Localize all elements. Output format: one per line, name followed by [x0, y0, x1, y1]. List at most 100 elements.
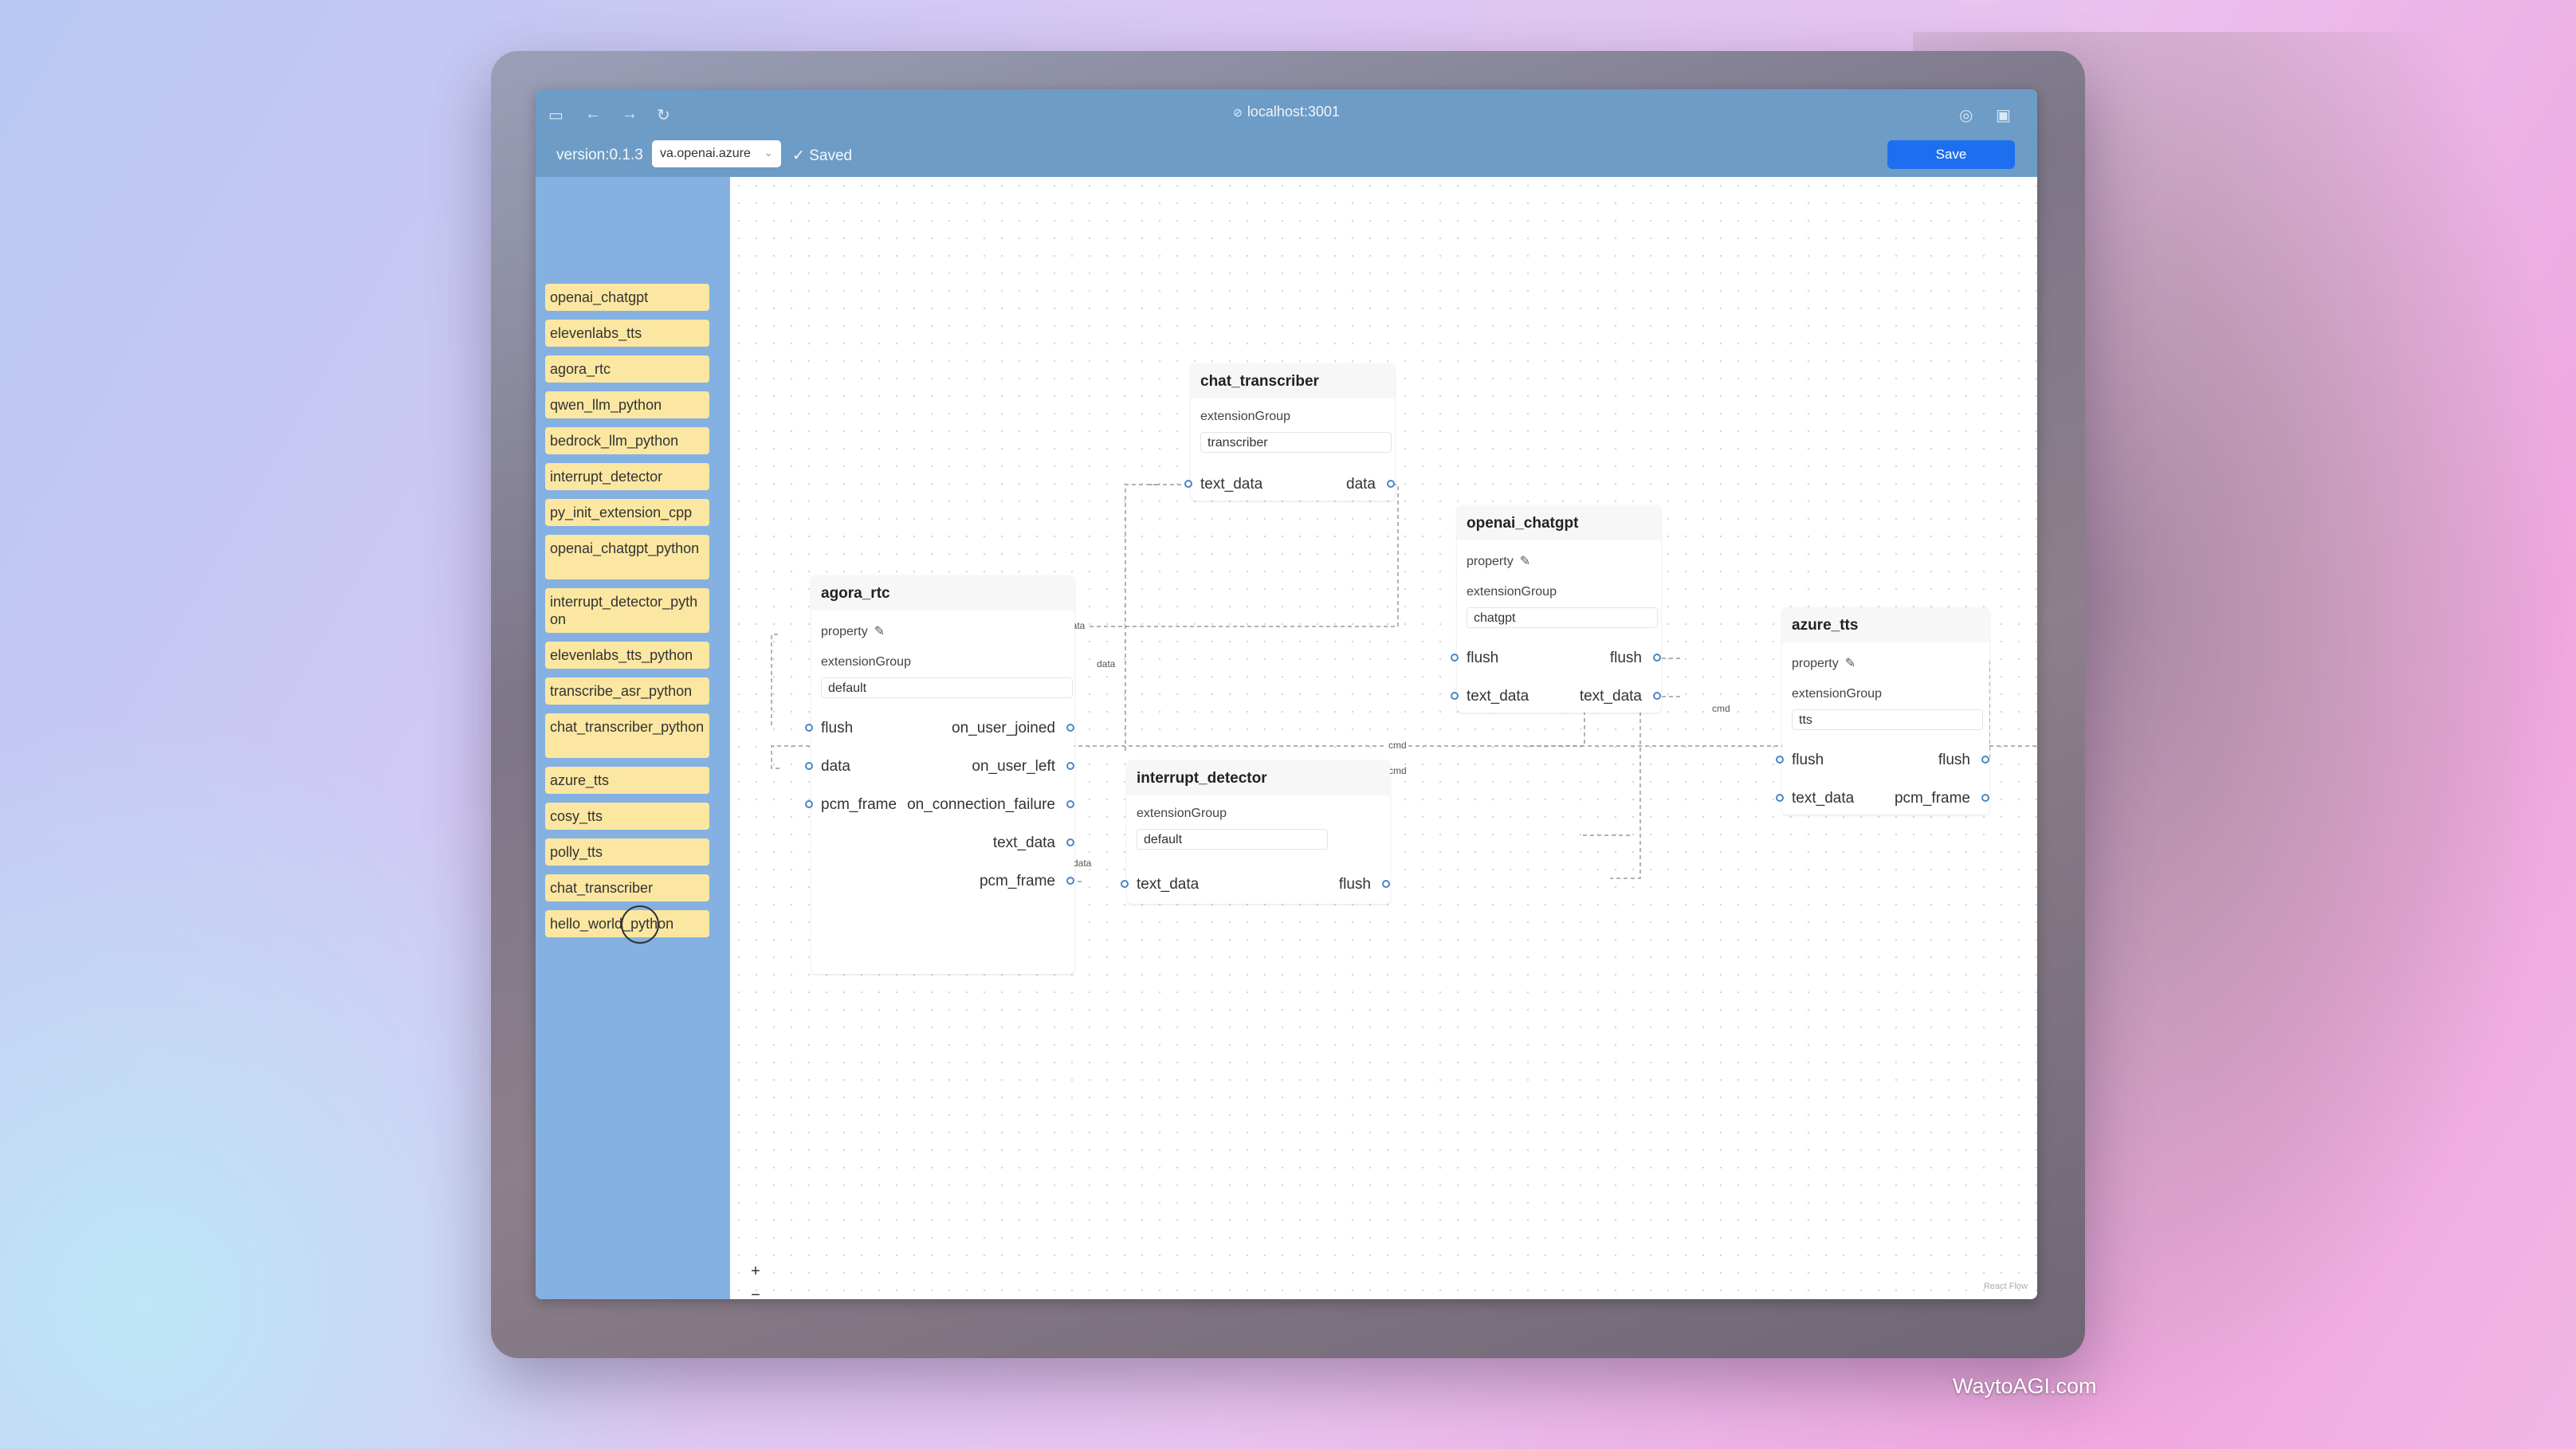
output-port-handle[interactable]: [1653, 692, 1661, 700]
edge-interrupt-flush-to-openai-flush: [1610, 658, 1680, 879]
back-arrow-icon[interactable]: ←: [585, 105, 601, 123]
input-port-handle[interactable]: [805, 724, 813, 732]
node-agora-rtc[interactable]: agora_rtc property✎ extensionGroup defau…: [805, 575, 1074, 974]
port-out-data: data: [1346, 476, 1376, 493]
graph-select-value: va.openai.azure: [660, 147, 751, 160]
graph-select[interactable]: va.openai.azure ⌄: [652, 140, 781, 167]
sidebar-item-chat-transcriber-python[interactable]: chat_transcriber_python: [545, 713, 709, 758]
extension-group-label: extensionGroup: [1137, 807, 1227, 820]
browser-toolbar: ▭ ← → ↻ ⊘localhost:3001 ◎ ▣: [536, 89, 2037, 134]
port-out-text-data: text_data: [1579, 688, 1642, 705]
sidebar-item-cosy-tts[interactable]: cosy_tts: [545, 803, 709, 830]
node-interrupt-detector[interactable]: interrupt_detector extensionGroup defaul…: [1121, 760, 1390, 904]
port-out-flush: flush: [1609, 650, 1642, 666]
output-port-handle[interactable]: [1382, 880, 1390, 888]
sidebar-item-py-init-extension-cpp[interactable]: py_init_extension_cpp: [545, 499, 709, 526]
port-out-flush: flush: [1338, 876, 1371, 893]
extension-group-input[interactable]: tts: [1792, 709, 1983, 730]
sidebar-item-elevenlabs-tts-python[interactable]: elevenlabs_tts_python: [545, 642, 709, 669]
input-port-handle[interactable]: [805, 800, 813, 808]
lock-icon: ⊘: [1233, 106, 1243, 119]
edge-label-cmd: cmd: [1710, 703, 1732, 714]
sidebar-item-agora-rtc[interactable]: agora_rtc: [545, 355, 709, 383]
node-openai-chatgpt[interactable]: openai_chatgpt property✎ extensionGroup …: [1451, 505, 1661, 713]
version-label: version:0.1.3: [556, 147, 643, 163]
sidebar-item-chat-transcriber[interactable]: chat_transcriber: [545, 874, 709, 901]
output-port-handle[interactable]: [1066, 762, 1074, 770]
port-in-pcm-frame: pcm_frame: [821, 796, 897, 813]
extension-group-input[interactable]: transcriber: [1200, 432, 1392, 453]
react-flow-attribution[interactable]: React Flow: [1983, 1282, 2028, 1291]
extension-group-input[interactable]: default: [1137, 829, 1328, 850]
output-port-handle[interactable]: [1066, 838, 1074, 846]
node-title: azure_tts: [1782, 607, 1989, 642]
extension-group-label: extensionGroup: [1467, 585, 1557, 599]
address-bar[interactable]: ⊘localhost:3001: [536, 104, 2037, 120]
tabs-icon[interactable]: ▣: [1996, 107, 2011, 124]
graph-canvas[interactable]: data data data cmd cmd cmd chat_transcri…: [730, 177, 2037, 1299]
input-port-handle[interactable]: [1121, 880, 1129, 888]
check-icon: ✓: [792, 147, 805, 164]
port-in-text-data: text_data: [1137, 876, 1200, 893]
edge-agora-text-to-chat-transcriber: [1125, 484, 1157, 752]
zoom-out-button[interactable]: −: [751, 1286, 760, 1299]
watermark: WaytoAGI.com: [1953, 1374, 2097, 1398]
output-port-handle[interactable]: [1066, 800, 1074, 808]
port-out-on-user-left: on_user_left: [972, 758, 1055, 775]
edge-label-cmd: cmd: [1387, 740, 1408, 751]
port-in-flush: flush: [1467, 650, 1499, 666]
node-chat-transcriber[interactable]: chat_transcriber extensionGroup transcri…: [1184, 363, 1395, 501]
extension-group-label: extensionGroup: [1792, 687, 1882, 701]
edge-label-cmd: cmd: [1387, 765, 1408, 776]
output-port-handle[interactable]: [1981, 794, 1989, 802]
port-out-text-data: text_data: [992, 834, 1055, 851]
output-port-handle[interactable]: [1981, 756, 1989, 764]
extension-group-input[interactable]: chatgpt: [1467, 607, 1658, 628]
zoom-in-button[interactable]: +: [751, 1262, 760, 1280]
input-port-handle[interactable]: [1451, 692, 1459, 700]
save-button[interactable]: Save: [1887, 140, 2015, 169]
sidebar-item-openai-chatgpt[interactable]: openai_chatgpt: [545, 284, 709, 311]
sidebar-toggle-icon[interactable]: ▭: [548, 107, 564, 124]
extension-group-label: extensionGroup: [821, 655, 911, 669]
input-port-handle[interactable]: [1451, 654, 1459, 662]
sidebar-item-interrupt-detector-python[interactable]: interrupt_detector_python: [545, 588, 709, 633]
chevron-down-icon: ⌄: [764, 146, 773, 159]
sidebar-item-bedrock-llm-python[interactable]: bedrock_llm_python: [545, 427, 709, 454]
sidebar-item-openai-chatgpt-python[interactable]: openai_chatgpt_python: [545, 535, 709, 579]
pencil-icon[interactable]: ✎: [874, 625, 886, 638]
browser-window: ▭ ← → ↻ ⊘localhost:3001 ◎ ▣ version:0.1.…: [536, 89, 2037, 1299]
node-azure-tts[interactable]: azure_tts property✎ extensionGroup tts f…: [1776, 607, 1989, 815]
property-label: property✎: [821, 623, 885, 639]
reload-icon[interactable]: ↻: [657, 107, 670, 124]
node-title: agora_rtc: [811, 575, 1074, 611]
output-port-handle[interactable]: [1066, 877, 1074, 885]
download-icon[interactable]: ◎: [1959, 107, 1973, 124]
output-port-handle[interactable]: [1387, 480, 1395, 488]
port-out-flush: flush: [1938, 752, 1970, 768]
input-port-handle[interactable]: [1184, 480, 1192, 488]
port-in-text-data: text_data: [1200, 476, 1263, 493]
output-port-handle[interactable]: [1653, 654, 1661, 662]
input-port-handle[interactable]: [1776, 756, 1784, 764]
property-text: property: [1467, 555, 1514, 568]
sidebar-item-qwen-llm-python[interactable]: qwen_llm_python: [545, 391, 709, 418]
node-title: openai_chatgpt: [1457, 505, 1661, 540]
port-in-data: data: [821, 758, 850, 775]
property-label: property✎: [1792, 655, 1855, 671]
input-port-handle[interactable]: [1776, 794, 1784, 802]
sidebar-item-transcribe-asr-python[interactable]: transcribe_asr_python: [545, 677, 709, 705]
output-port-handle[interactable]: [1066, 724, 1074, 732]
extension-group-input[interactable]: default: [821, 677, 1073, 698]
sidebar-item-azure-tts[interactable]: azure_tts: [545, 767, 709, 794]
extension-group-label: extensionGroup: [1200, 410, 1290, 423]
forward-arrow-icon[interactable]: →: [622, 105, 638, 123]
pencil-icon[interactable]: ✎: [1519, 555, 1531, 568]
port-in-text-data: text_data: [1467, 688, 1530, 705]
input-port-handle[interactable]: [805, 762, 813, 770]
sidebar-item-interrupt-detector[interactable]: interrupt_detector: [545, 463, 709, 490]
sidebar-item-polly-tts[interactable]: polly_tts: [545, 838, 709, 866]
node-title: interrupt_detector: [1127, 760, 1390, 795]
sidebar-item-elevenlabs-tts[interactable]: elevenlabs_tts: [545, 320, 709, 347]
pencil-icon[interactable]: ✎: [1844, 657, 1856, 670]
